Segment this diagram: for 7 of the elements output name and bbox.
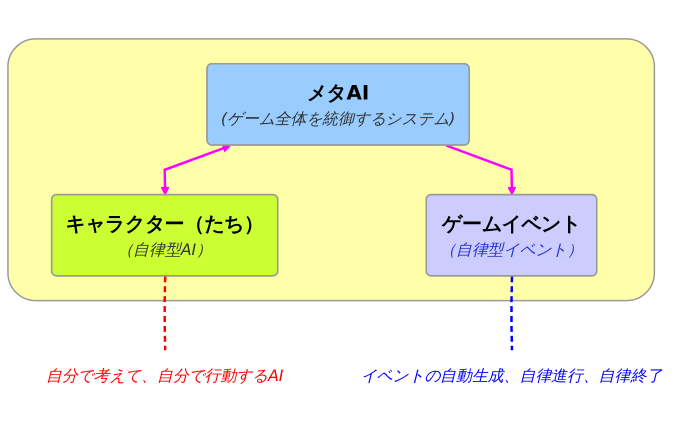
- connector: [163, 276, 166, 350]
- arrow: [446, 144, 516, 196]
- arrow: [160, 144, 231, 196]
- node-text: 自分で考えて、自分で行動するAI: [46, 366, 284, 385]
- node-text: イベントの自動生成、自律進行、自律終了: [360, 366, 662, 385]
- connector: [510, 276, 514, 350]
- cluster: [7, 38, 656, 302]
